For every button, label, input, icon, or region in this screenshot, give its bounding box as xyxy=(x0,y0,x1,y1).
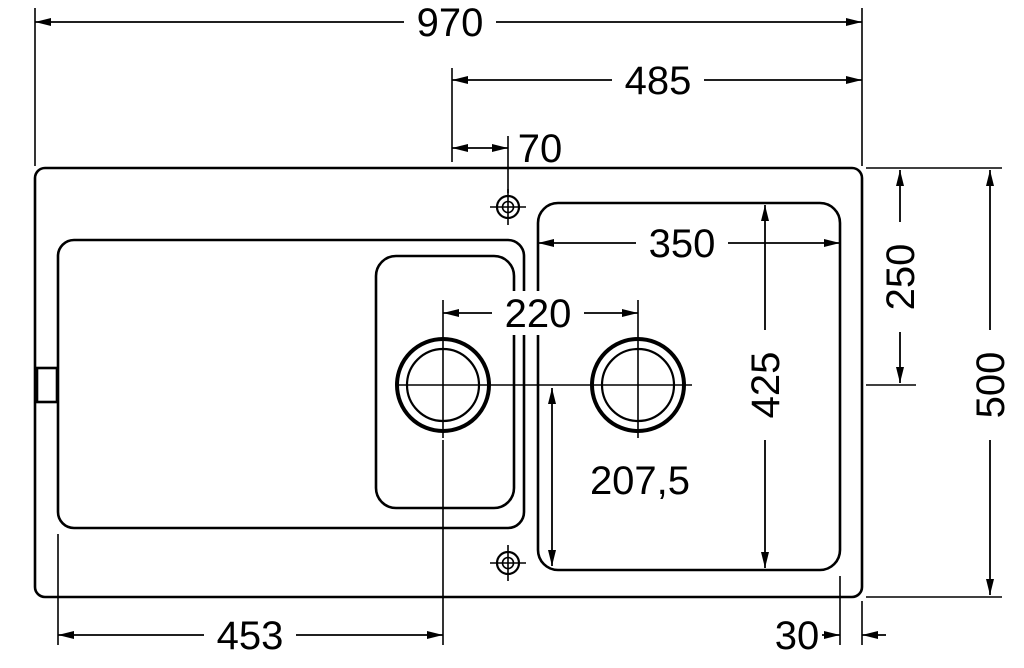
tap-hole-symbol-top xyxy=(490,189,526,225)
tap-hole-offset-label: 70 xyxy=(518,127,563,171)
drain-spacing-label: 220 xyxy=(505,292,572,336)
top-to-centerline-label: 250 xyxy=(879,244,923,311)
drainer-area-outline xyxy=(56,238,526,530)
overall-width-label: 970 xyxy=(417,1,484,45)
dimension-labels: 970 485 70 350 220 207,5 453 30 250 500 … xyxy=(217,1,1013,658)
sink-body xyxy=(33,166,864,599)
drain-centerlines xyxy=(396,300,692,438)
left-edge-notch xyxy=(35,366,59,404)
extension-lines xyxy=(34,8,1002,645)
center-to-bottom-label: 207,5 xyxy=(590,459,690,503)
main-bowl-length-label: 425 xyxy=(744,352,788,419)
small-bowl-outline xyxy=(374,254,516,510)
main-bowl-outline xyxy=(536,201,842,572)
sink-outer-outline xyxy=(33,166,864,599)
left-to-drain-label: 453 xyxy=(217,614,284,658)
dimension-text-masks xyxy=(204,0,1010,657)
tap-hole-symbol-bottom xyxy=(490,545,526,581)
bowl-margin-label: 30 xyxy=(775,614,820,658)
center-to-right-label: 485 xyxy=(625,59,692,103)
main-bowl-width-label: 350 xyxy=(649,222,716,266)
overall-depth-label: 500 xyxy=(969,352,1013,419)
